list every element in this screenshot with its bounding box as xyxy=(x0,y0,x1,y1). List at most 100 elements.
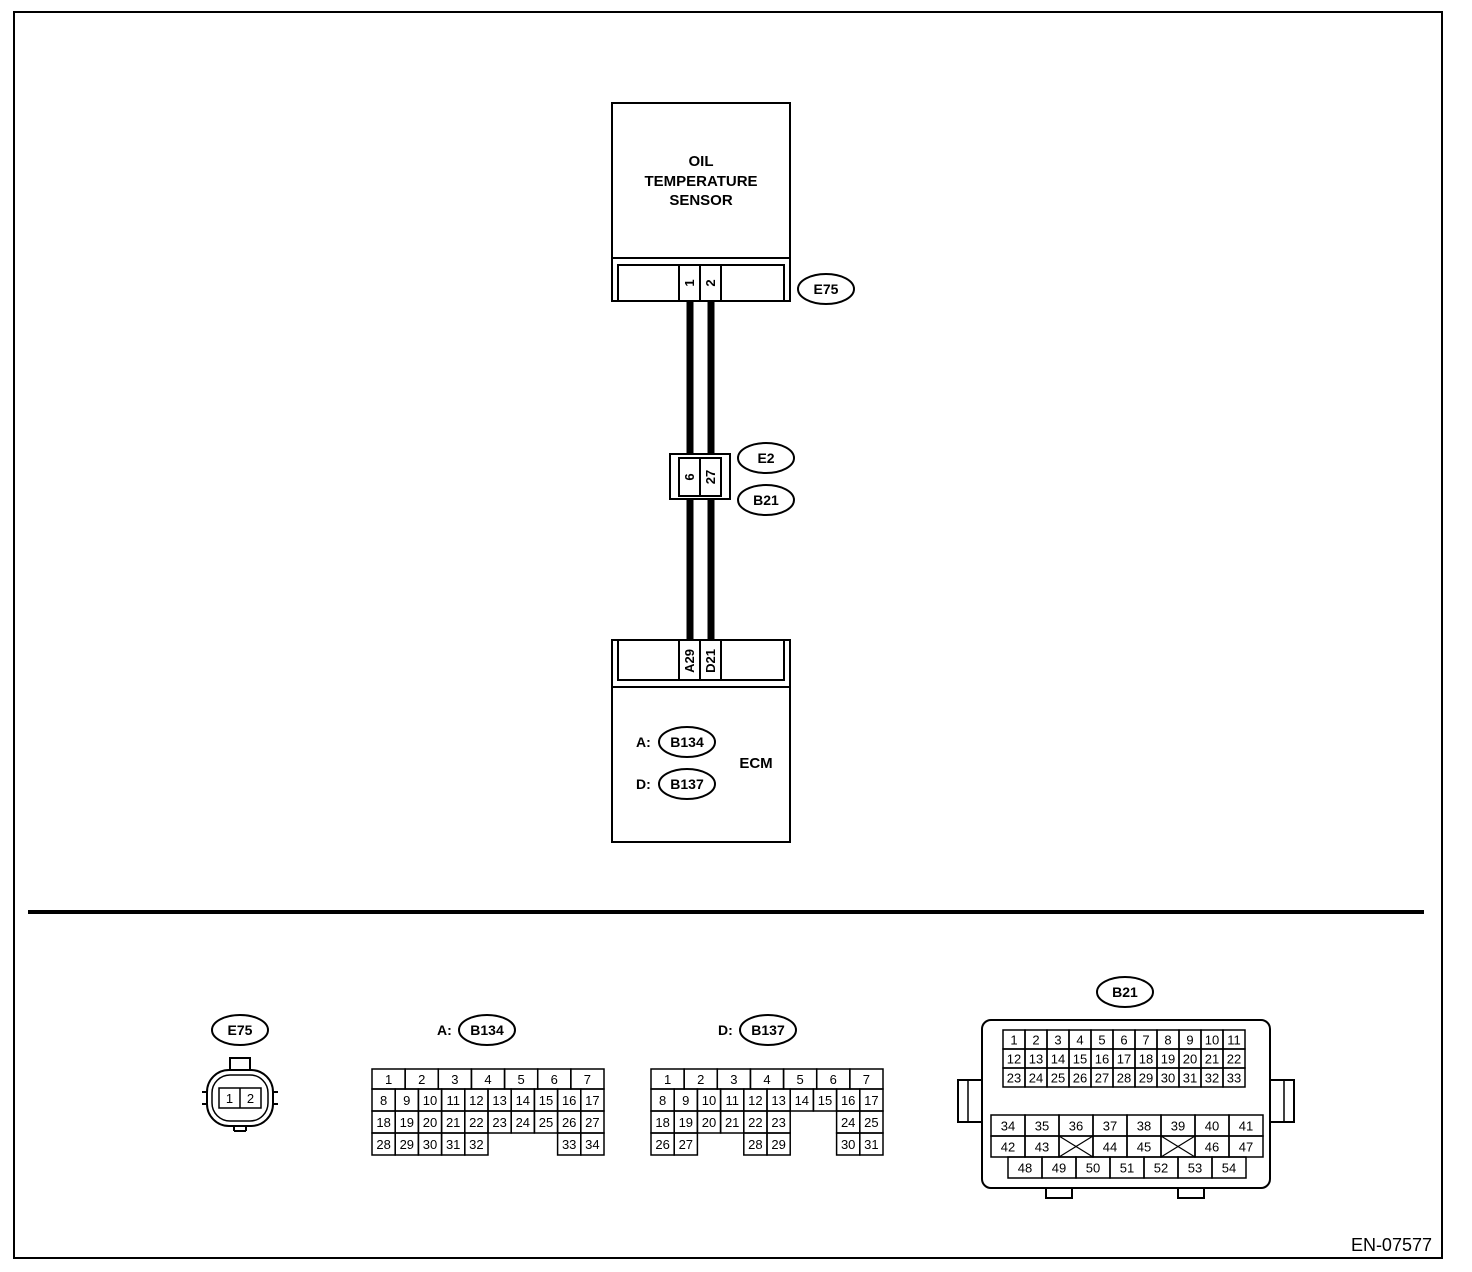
cavity-16: 16 xyxy=(562,1093,576,1108)
ecm-pin-d21: D21 xyxy=(703,649,718,673)
cavity-8: 8 xyxy=(1164,1033,1171,1048)
connector-view-e75-id: E75 xyxy=(228,1022,253,1038)
cavity-21: 21 xyxy=(446,1115,460,1130)
cavity-38: 38 xyxy=(1137,1119,1151,1134)
cavity-48: 48 xyxy=(1018,1161,1032,1176)
cavity-7: 7 xyxy=(584,1072,591,1087)
cavity-2: 2 xyxy=(1032,1033,1039,1048)
connector-view-e75: E75 1 2 xyxy=(202,1014,278,1132)
cavity-35: 35 xyxy=(1035,1119,1049,1134)
cavity-34-cell xyxy=(580,1132,605,1156)
cavity-47: 47 xyxy=(1239,1140,1253,1155)
cavity-18: 18 xyxy=(1139,1052,1153,1067)
connector-badge-b21 xyxy=(737,484,795,516)
cavity-19: 19 xyxy=(679,1115,693,1130)
cavity-20: 20 xyxy=(1183,1052,1197,1067)
cavity-41: 41 xyxy=(1239,1119,1253,1134)
cavity-26: 26 xyxy=(1073,1071,1087,1086)
connector-badge-b134 xyxy=(658,726,716,758)
ecm-label: ECM xyxy=(739,755,772,772)
cavity-26: 26 xyxy=(655,1137,669,1152)
cavity-18: 18 xyxy=(655,1115,669,1130)
cavity-6: 6 xyxy=(830,1072,837,1087)
joint-connector: 6 27 E2 B21 xyxy=(669,442,795,516)
connector-view-b137-id: B137 xyxy=(751,1022,785,1038)
cavity-1: 1 xyxy=(385,1072,392,1087)
e75-cavity-1: 1 xyxy=(226,1091,233,1106)
cavity-9: 9 xyxy=(1186,1033,1193,1048)
cavity-19: 19 xyxy=(1161,1052,1175,1067)
cavity-30: 30 xyxy=(841,1137,855,1152)
cavity-39: 39 xyxy=(1171,1119,1185,1134)
cavity-46: 46 xyxy=(1205,1140,1219,1155)
sensor-pin-2: 2 xyxy=(703,279,718,286)
cavity-11: 11 xyxy=(1227,1033,1241,1048)
figure-code: EN-07577 xyxy=(1351,1235,1432,1255)
cavity-25: 25 xyxy=(539,1115,553,1130)
cavity-24: 24 xyxy=(1029,1071,1043,1086)
sensor-pin-1: 1 xyxy=(682,279,697,286)
cavity-28: 28 xyxy=(748,1137,762,1152)
cavity-14: 14 xyxy=(516,1093,530,1108)
cavity-27: 27 xyxy=(1095,1071,1109,1086)
oil-temperature-sensor: OIL TEMPERATURE SENSOR 1 2 E75 xyxy=(611,102,855,305)
cavity-33-cell xyxy=(1222,1067,1246,1088)
connector-view-b134-prefix: A: xyxy=(437,1022,452,1038)
cavity-51: 51 xyxy=(1120,1161,1134,1176)
connector-id-e75: E75 xyxy=(814,281,839,297)
cavity-13: 13 xyxy=(1029,1052,1043,1067)
outer-frame xyxy=(13,11,1443,1259)
cavity-21: 21 xyxy=(1205,1052,1219,1067)
cavity-22: 22 xyxy=(469,1115,483,1130)
cavity-19: 19 xyxy=(400,1115,414,1130)
cavity-30: 30 xyxy=(1161,1071,1175,1086)
cavity-34: 34 xyxy=(1001,1119,1015,1134)
cavity-36: 36 xyxy=(1069,1119,1083,1134)
cavity-18: 18 xyxy=(376,1115,390,1130)
cavity-6: 6 xyxy=(551,1072,558,1087)
ecm-connector-prefix-d: D: xyxy=(636,776,651,792)
sensor-title-line-2: TEMPERATURE xyxy=(644,173,757,190)
cavity-11: 11 xyxy=(725,1093,739,1108)
cavity-31: 31 xyxy=(446,1137,460,1152)
cavity-25: 25 xyxy=(1051,1071,1065,1086)
connector-id-b21: B21 xyxy=(753,492,779,508)
cavity-17: 17 xyxy=(1117,1052,1131,1067)
cavity-33: 33 xyxy=(562,1137,576,1152)
cavity-11: 11 xyxy=(446,1093,460,1108)
sensor-title-line-3: SENSOR xyxy=(669,192,733,209)
connector-view-b137-prefix: D: xyxy=(718,1022,733,1038)
cavity-53: 53 xyxy=(1188,1161,1202,1176)
cavity-13: 13 xyxy=(771,1093,785,1108)
connector-view-b134-id: B134 xyxy=(470,1022,504,1038)
joint-pin-6: 6 xyxy=(682,473,697,480)
sensor-title-line-1: OIL xyxy=(689,153,714,170)
cavity-12: 12 xyxy=(748,1093,762,1108)
cavity-50: 50 xyxy=(1086,1161,1100,1176)
wires xyxy=(686,302,715,640)
cavity-25: 25 xyxy=(864,1115,878,1130)
cavity-9: 9 xyxy=(403,1093,410,1108)
ecm: A29 D21 A: B134 D: B137 ECM xyxy=(611,639,791,843)
cavity-20: 20 xyxy=(702,1115,716,1130)
cavity-9: 9 xyxy=(682,1093,689,1108)
cavity-15: 15 xyxy=(539,1093,553,1108)
cavity-12: 12 xyxy=(1007,1052,1021,1067)
joint-pin-27: 27 xyxy=(703,470,718,484)
connector-badge-e75 xyxy=(797,273,855,305)
cavity-27: 27 xyxy=(679,1137,693,1152)
cavity-27-cell xyxy=(673,1132,699,1156)
cavity-10: 10 xyxy=(702,1093,716,1108)
cavity-2: 2 xyxy=(697,1072,704,1087)
cavity-26: 26 xyxy=(562,1115,576,1130)
connector-badge-e2 xyxy=(737,442,795,474)
cavity-32: 32 xyxy=(469,1137,483,1152)
cavity-14: 14 xyxy=(1051,1052,1065,1067)
e75-cavity-2: 2 xyxy=(247,1091,254,1106)
cavity-29: 29 xyxy=(1139,1071,1153,1086)
